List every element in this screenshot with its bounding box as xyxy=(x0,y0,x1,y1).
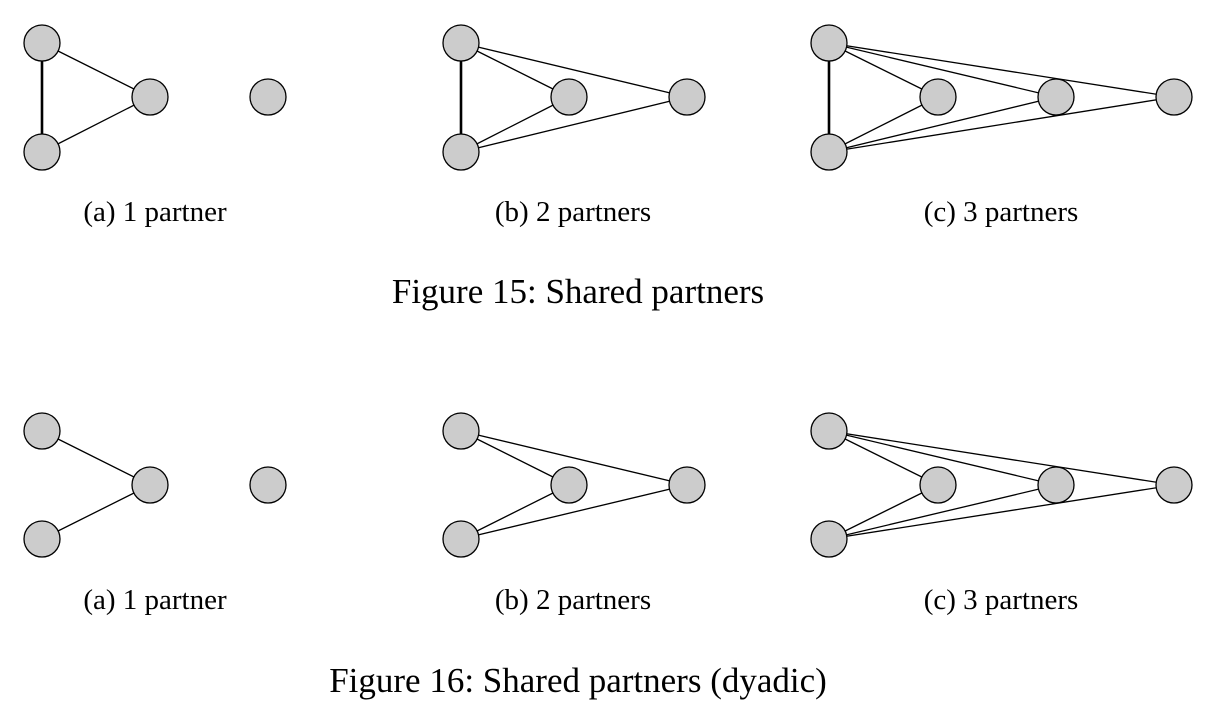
node xyxy=(131,78,169,116)
edge xyxy=(460,96,688,153)
edge xyxy=(828,42,1057,98)
fig15-panel-b: (b) 2 partners xyxy=(442,24,706,228)
node xyxy=(810,520,848,558)
fig16-panel-a: (a) 1 partner xyxy=(23,412,287,616)
edge xyxy=(828,42,939,98)
node xyxy=(810,412,848,450)
edge xyxy=(460,430,688,486)
edge xyxy=(460,96,570,153)
node xyxy=(23,24,61,62)
node xyxy=(1037,78,1075,116)
edge xyxy=(41,42,151,98)
edge xyxy=(460,42,688,98)
edge xyxy=(41,430,151,486)
node xyxy=(668,466,706,504)
panel-label: (a) 1 partner xyxy=(83,584,227,616)
node xyxy=(23,412,61,450)
node xyxy=(131,466,169,504)
node xyxy=(919,466,957,504)
panel-label: (c) 3 partners xyxy=(924,196,1079,228)
edge xyxy=(828,484,1057,540)
node xyxy=(442,24,480,62)
edge xyxy=(828,96,1057,153)
edge xyxy=(828,96,1175,153)
fig16-panel-c: (c) 3 partners xyxy=(810,412,1193,616)
panel-label: (b) 2 partners xyxy=(495,584,651,616)
node xyxy=(249,78,287,116)
figure-caption: Figure 16: Shared partners (dyadic) xyxy=(329,661,827,700)
node xyxy=(668,78,706,116)
fig15-panel-a: (a) 1 partner xyxy=(23,24,287,228)
node xyxy=(919,78,957,116)
node xyxy=(442,412,480,450)
figure-15: (a) 1 partner (b) 2 partners xyxy=(23,24,1193,311)
node xyxy=(23,133,61,171)
edge xyxy=(460,42,570,98)
node xyxy=(442,520,480,558)
edge xyxy=(828,430,1175,486)
edge xyxy=(828,430,939,486)
panel-label: (c) 3 partners xyxy=(924,584,1079,616)
node xyxy=(550,466,588,504)
edge xyxy=(828,96,939,153)
node xyxy=(1155,78,1193,116)
edge xyxy=(828,42,1175,98)
panel-label: (a) 1 partner xyxy=(83,196,227,228)
node xyxy=(1155,466,1193,504)
edge xyxy=(828,484,939,540)
node xyxy=(249,466,287,504)
node xyxy=(1037,466,1075,504)
edge xyxy=(460,484,570,540)
panel-label: (b) 2 partners xyxy=(495,196,651,228)
fig16-panel-b: (b) 2 partners xyxy=(442,412,706,616)
edge xyxy=(828,430,1057,486)
fig15-panel-c: (c) 3 partners xyxy=(810,24,1193,228)
node xyxy=(442,133,480,171)
edge xyxy=(460,430,570,486)
edge xyxy=(460,484,688,540)
figure-16: (a) 1 partner (b) 2 partners xyxy=(23,412,1193,700)
node xyxy=(23,520,61,558)
node xyxy=(810,24,848,62)
node xyxy=(550,78,588,116)
edge xyxy=(41,484,151,540)
figure-caption: Figure 15: Shared partners xyxy=(392,272,764,311)
node xyxy=(810,133,848,171)
edge xyxy=(41,96,151,153)
edge xyxy=(828,484,1175,540)
